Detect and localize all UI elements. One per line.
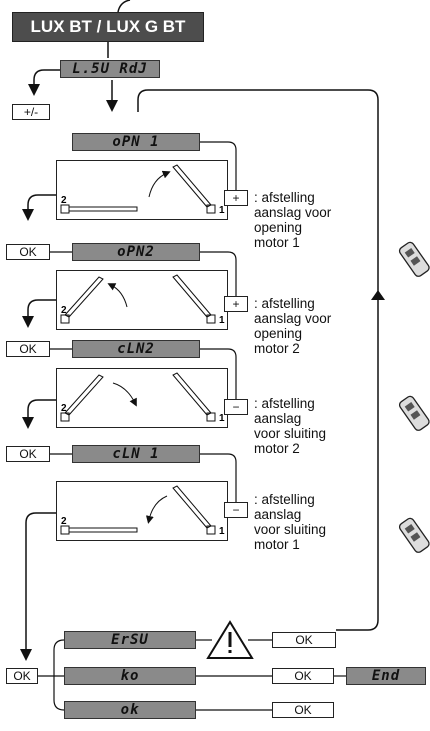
ko-display: ko xyxy=(64,667,196,685)
leaf-label-right: 1 xyxy=(219,526,225,537)
gate-diagram-1: 2 1 xyxy=(56,160,228,220)
gate-diagram-2: 2 1 xyxy=(56,270,228,330)
final-ok-left[interactable]: OK xyxy=(6,668,38,684)
leaf-label-left: 2 xyxy=(61,403,67,414)
ok-display: ok xyxy=(64,701,196,719)
step-3-key[interactable]: − xyxy=(224,399,248,415)
end-display: End xyxy=(346,667,426,685)
title-box: LUX BT / LUX G BT xyxy=(12,12,204,42)
leaf-label-left: 2 xyxy=(61,305,67,316)
step-1-display: oPN 1 xyxy=(72,133,200,151)
step-1-key[interactable]: + xyxy=(224,190,248,206)
step-3-ok-button[interactable]: OK xyxy=(6,446,50,462)
ok-ok-button[interactable]: OK xyxy=(272,702,334,718)
menu-display: L.5U RdJ xyxy=(60,60,160,78)
step-2-key[interactable]: + xyxy=(224,296,248,312)
step-2-ok-button[interactable]: OK xyxy=(6,341,50,357)
step-4-key[interactable]: − xyxy=(224,502,248,518)
leaf-label-right: 1 xyxy=(219,205,225,216)
leaf-label-left: 2 xyxy=(61,516,67,527)
step-3-display: cLN2 xyxy=(72,340,200,358)
step-1-ok-button[interactable]: OK xyxy=(6,244,50,260)
gate-diagram-3: 2 1 xyxy=(56,368,228,428)
leaf-label-left: 2 xyxy=(61,195,67,206)
gate-diagram-4: 2 1 xyxy=(56,481,228,541)
plus-minus-button[interactable]: +/- xyxy=(12,104,50,120)
step-4-display: cLN 1 xyxy=(72,445,200,463)
ersu-ok-button[interactable]: OK xyxy=(272,632,336,648)
ersu-display: ErSU xyxy=(64,631,196,649)
leaf-label-right: 1 xyxy=(219,413,225,424)
leaf-label-right: 1 xyxy=(219,315,225,326)
ko-ok-button[interactable]: OK xyxy=(272,668,334,684)
step-2-display: oPN2 xyxy=(72,243,200,261)
